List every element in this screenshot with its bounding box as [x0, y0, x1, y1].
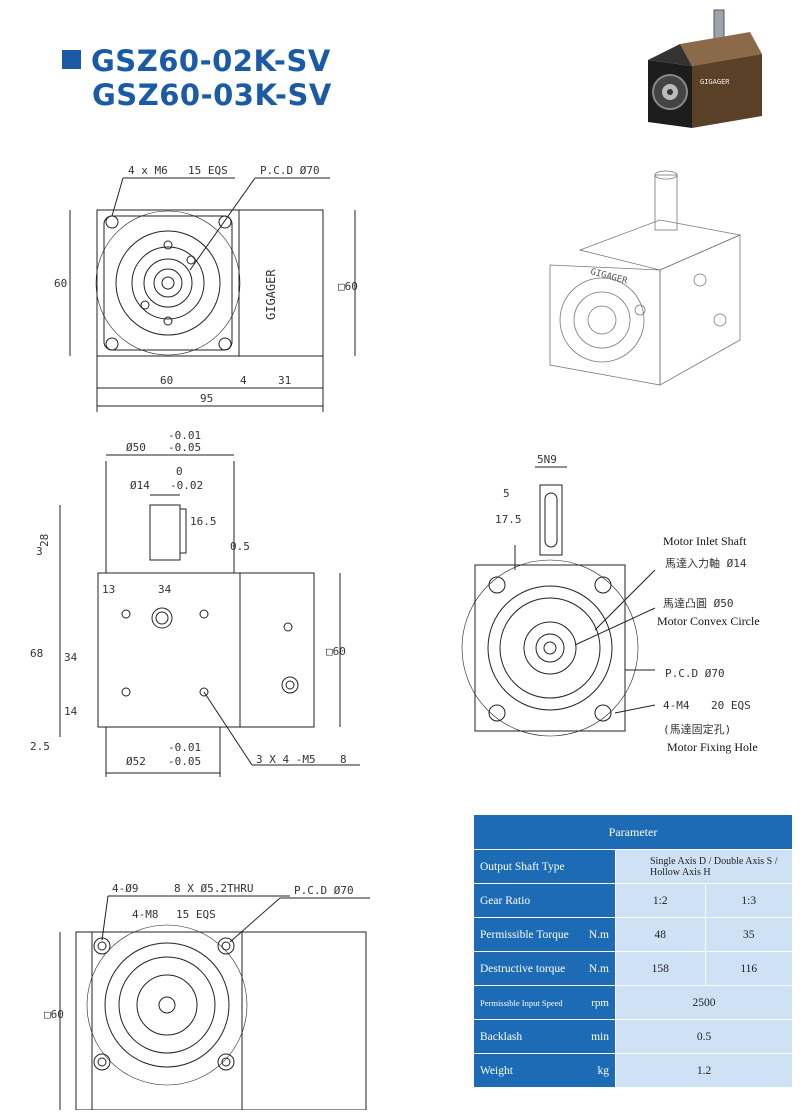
model-title-2: GSZ60-03K-SV: [92, 78, 332, 112]
motor-pcd: P.C.D Ø70: [665, 667, 725, 680]
row-value-speed: 2500: [615, 985, 793, 1020]
row-key-ratio: Gear Ratio: [473, 883, 616, 918]
side-d50: Ø50: [126, 441, 146, 454]
side-dim-34-v: 34: [64, 651, 78, 664]
side-dim-34: 34: [158, 583, 172, 596]
side-view-drawing: Ø50 -0.01 -0.05 Ø14 0 -0.02 16.5 28 3 0.…: [30, 429, 360, 777]
side-dim-14: 14: [64, 705, 78, 718]
bottom-thru-note-2: 8 X Ø5.2THRU: [174, 882, 253, 895]
row-value-destructive-2: 116: [704, 951, 794, 986]
row-unit-speed: rpm: [591, 996, 609, 1009]
motor-convex-en: Motor Convex Circle: [657, 614, 760, 628]
bottom-thru-note: 4-Ø9: [112, 882, 139, 895]
motor-dim-17-5: 17.5: [495, 513, 522, 526]
side-thread-depth: 8: [340, 753, 347, 766]
motor-inlet-en: Motor Inlet Shaft: [663, 534, 747, 548]
motor-holes-depth: 20 EQS: [711, 699, 751, 712]
front-dim-95: 95: [200, 392, 213, 405]
front-dim-60: 60: [160, 374, 173, 387]
side-d52-tol-lower: -0.05: [168, 755, 201, 768]
photo-brand-text: GIGAGER: [700, 78, 730, 86]
row-unit-torque: N.m: [588, 928, 609, 941]
iso-logo-text: GIGAGER: [589, 267, 629, 287]
bottom-m8-note: 4-M8: [132, 908, 159, 921]
model-title-1: GSZ60-02K-SV: [62, 44, 332, 78]
side-dim-3: 3: [36, 545, 43, 558]
front-view-drawing: 4 x M6 15 EQS P.C.D Ø70 60 □60 60 4 31 9…: [54, 164, 358, 412]
side-dim-16-5: 16.5: [190, 515, 217, 528]
bottom-m8-depth: 15 EQS: [176, 908, 216, 921]
row-value-weight: 1.2: [615, 1053, 793, 1088]
row-value-backlash: 0.5: [615, 1019, 793, 1054]
title-block: GSZ60-02K-SV GSZ60-03K-SV: [62, 44, 332, 112]
motor-view-drawing: 5N9 5 17.5 Motor Inlet Shaft 馬達入力軸 Ø14 馬…: [461, 453, 760, 754]
side-d50-tol-lower: -0.05: [168, 441, 201, 454]
side-thread-note: 3 X 4 -M5: [256, 753, 316, 766]
front-hole-depth: 15 EQS: [188, 164, 228, 177]
side-dim-square: □60: [326, 645, 346, 658]
side-d14-tol-lower: -0.02: [170, 479, 203, 492]
bottom-pcd: P.C.D Ø70: [294, 884, 354, 897]
product-photo: GIGAGER: [648, 9, 762, 128]
parameter-table: Parameter Output Shaft Type Single Axis …: [473, 814, 794, 1088]
motor-convex-cn: 馬達凸圓 Ø50: [663, 597, 734, 610]
motor-fix-en: Motor Fixing Hole: [667, 740, 758, 754]
side-dim-28: 28: [38, 534, 51, 547]
front-pcd: P.C.D Ø70: [260, 164, 320, 177]
isometric-drawing: GIGAGER: [549, 170, 742, 386]
bottom-dim-square: □60: [44, 1008, 64, 1021]
row-value-shaft: Single Axis D / Double Axis S / Hollow A…: [615, 849, 793, 884]
motor-dim-5: 5: [503, 487, 510, 500]
front-logo-text: GIGAGER: [264, 269, 278, 320]
front-dim-square: □60: [338, 280, 358, 293]
row-value-torque-1: 48: [615, 917, 706, 952]
row-key-shaft: Output Shaft Type: [473, 849, 616, 884]
motor-inlet-cn: 馬達入力軸 Ø14: [665, 556, 747, 570]
row-value-ratio-1: 1:2: [615, 883, 706, 918]
side-dim-2-5: 2.5: [30, 740, 50, 753]
side-d52-tol-upper: -0.01: [168, 741, 201, 754]
side-d52: Ø52: [126, 755, 146, 768]
front-dim-4: 4: [240, 374, 247, 387]
motor-holes: 4-M4: [663, 699, 690, 712]
side-d14-tol-upper: 0: [176, 465, 183, 478]
table-header-row: Parameter: [473, 814, 793, 850]
row-unit-destructive: N.m: [588, 962, 609, 975]
row-value-torque-2: 35: [704, 917, 794, 952]
title-square-icon: [62, 50, 81, 69]
motor-key: 5N9: [537, 453, 557, 466]
side-d50-tol-upper: -0.01: [168, 429, 201, 442]
side-d14: Ø14: [130, 479, 150, 492]
side-dim-0-5: 0.5: [230, 540, 250, 553]
front-dim-height: 60: [54, 277, 67, 290]
motor-fix-cn: (馬達固定孔): [663, 722, 731, 736]
front-dim-31: 31: [278, 374, 291, 387]
table-header: Parameter: [473, 814, 793, 850]
row-value-destructive-1: 158: [615, 951, 706, 986]
side-dim-13: 13: [102, 583, 115, 596]
side-dim-68: 68: [30, 647, 43, 660]
bottom-view-drawing: 4-Ø9 8 X Ø5.2THRU 4-M8 15 EQS P.C.D Ø70 …: [44, 882, 370, 1110]
row-unit-backlash: min: [591, 1030, 609, 1043]
row-unit-weight: kg: [597, 1064, 610, 1077]
table-row: Gear Ratio 1:2 1:3: [473, 883, 794, 918]
row-value-ratio-2: 1:3: [704, 883, 794, 918]
front-hole-note: 4 x M6: [128, 164, 168, 177]
table-row: Output Shaft Type Single Axis D / Double…: [473, 849, 793, 884]
